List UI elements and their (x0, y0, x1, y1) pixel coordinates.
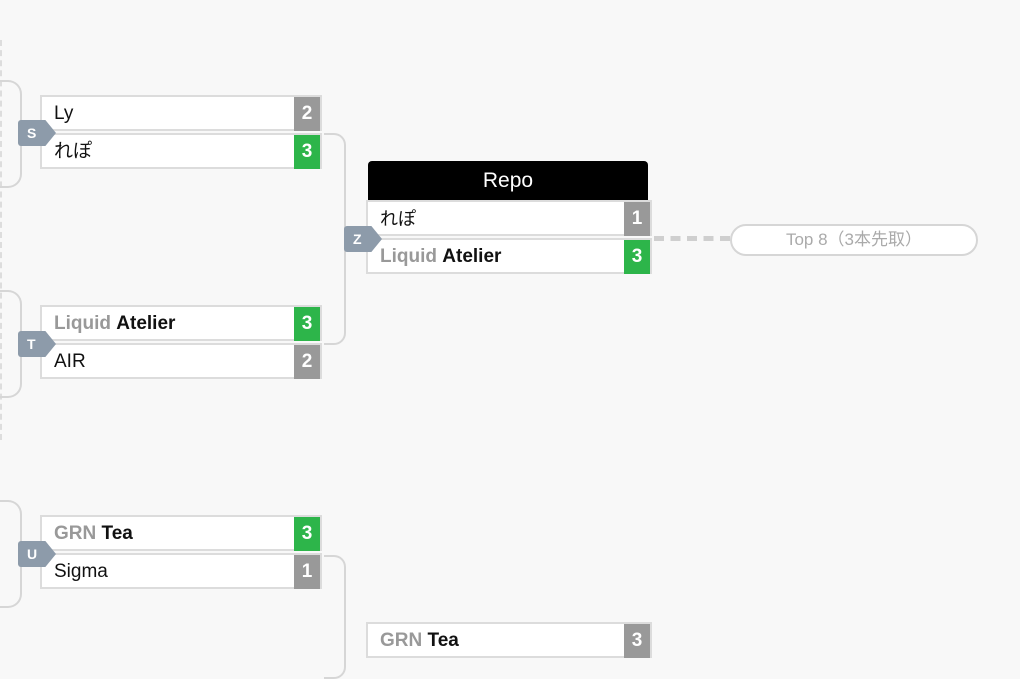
score-badge: 2 (294, 345, 320, 379)
bracket-connector (324, 133, 346, 345)
score-badge: 3 (624, 240, 650, 274)
player-label: Ly (54, 103, 74, 124)
score-badge: 3 (294, 135, 320, 169)
match-row[interactable]: れぽ 1 (366, 200, 652, 236)
match-row[interactable]: GRN Tea 3 (366, 622, 652, 658)
match-u[interactable]: GRN Tea 3 Sigma 1 (40, 515, 322, 589)
score-badge: 1 (294, 555, 320, 589)
player-label: Sigma (54, 561, 108, 582)
match-t[interactable]: Liquid Atelier 3 AIR 2 (40, 305, 322, 379)
match-row[interactable]: Liquid Atelier 3 (40, 305, 322, 341)
match-s[interactable]: Ly 2 れぽ 3 (40, 95, 322, 169)
match-row[interactable]: Ly 2 (40, 95, 322, 131)
match-row[interactable]: Liquid Atelier 3 (366, 238, 652, 274)
player-name: Liquid Atelier (54, 307, 175, 341)
team-prefix: GRN (380, 630, 423, 651)
match-row[interactable]: AIR 2 (40, 343, 322, 379)
match-z[interactable]: れぽ 1 Liquid Atelier 3 (366, 200, 652, 274)
match-row[interactable]: GRN Tea 3 (40, 515, 322, 551)
score-badge: 3 (624, 624, 650, 658)
score-badge: 3 (294, 517, 320, 551)
bracket-connector (324, 555, 346, 679)
player-name: GRN Tea (380, 624, 459, 658)
player-name: Sigma (54, 555, 108, 589)
team-prefix: Liquid (380, 246, 437, 267)
team-prefix: Liquid (54, 313, 111, 334)
match-title: Repo (368, 161, 648, 201)
player-label: Tea (101, 523, 133, 544)
next-round-label: Top 8（3本先取） (730, 224, 978, 256)
player-label: AIR (54, 351, 86, 372)
score-badge: 2 (294, 97, 320, 131)
player-label: れぽ (380, 209, 416, 229)
player-name: Ly (54, 97, 73, 131)
team-prefix: GRN (54, 523, 97, 544)
player-label: れぽ (54, 141, 93, 162)
score-badge: 3 (294, 307, 320, 341)
player-label: Atelier (442, 246, 502, 267)
player-name: れぽ (380, 202, 416, 236)
player-name: Liquid Atelier (380, 240, 501, 274)
player-name: GRN Tea (54, 517, 133, 551)
player-name: AIR (54, 345, 86, 379)
match-row[interactable]: Sigma 1 (40, 553, 322, 589)
match-row[interactable]: れぽ 3 (40, 133, 322, 169)
next-round-connector (654, 236, 730, 241)
left-edge-line (0, 40, 3, 440)
score-badge: 1 (624, 202, 650, 236)
player-label: Atelier (116, 313, 176, 334)
player-label: Tea (427, 630, 459, 651)
player-name: れぽ (54, 135, 92, 169)
match-next[interactable]: GRN Tea 3 (366, 622, 652, 658)
